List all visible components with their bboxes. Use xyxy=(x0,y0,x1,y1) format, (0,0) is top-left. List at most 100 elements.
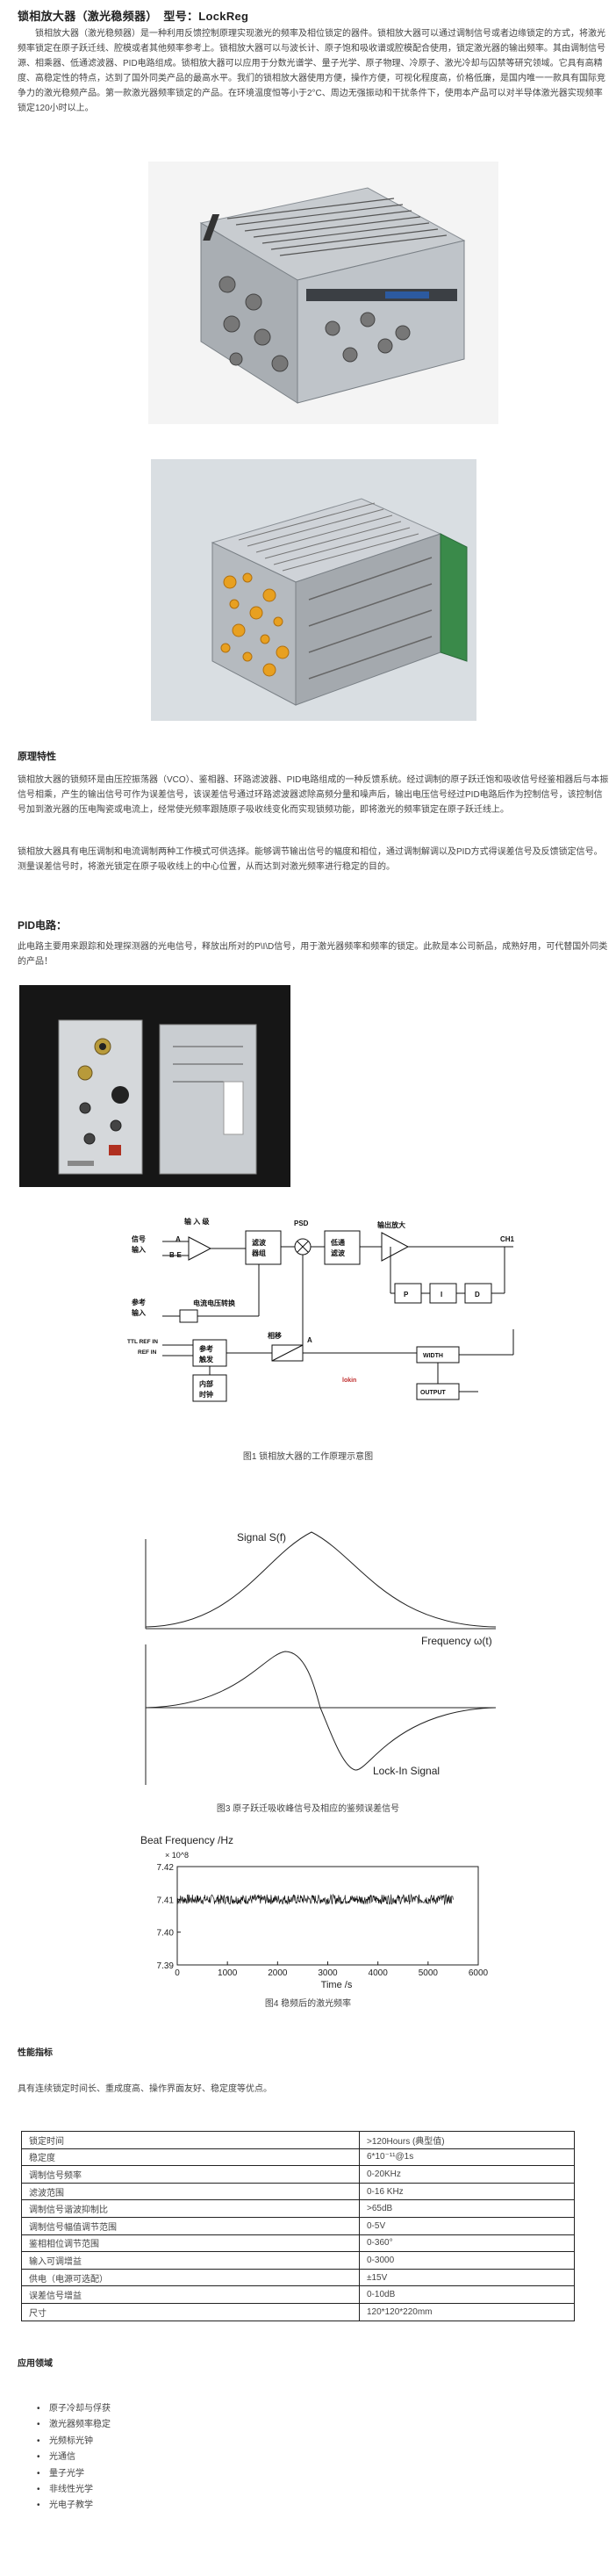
chart-title: Beat Frequency /Hz xyxy=(140,1834,233,1846)
spec-value: 6*10⁻¹¹@1s xyxy=(359,2148,575,2167)
spec-key: 尺寸 xyxy=(21,2302,360,2321)
chart-x-tick-label: 3000 xyxy=(318,1968,338,1978)
diagram-label-width: WIDTH xyxy=(423,1353,443,1359)
chart-x-axis-label: Time /s xyxy=(321,1980,353,1990)
figure-4-caption: 图4 稳频后的激光频率 xyxy=(264,1999,352,2009)
chart-series-beat-frequency xyxy=(176,1893,454,1906)
diagram-label-lowpass-2: 滤波 xyxy=(331,1248,346,1257)
chart-x-tick-label: 5000 xyxy=(419,1968,439,1978)
figure-3-signal-plot: Signal S(f) Frequency ω(t) Lock-In Signa… xyxy=(132,1522,500,1785)
fig3-signal-label: Signal S(f) xyxy=(237,1531,286,1543)
spec-key: 滤波范围 xyxy=(21,2182,360,2201)
diagram-label-signal-input: 输入 xyxy=(132,1245,146,1254)
spec-key: 供电（电源可选配） xyxy=(21,2268,360,2287)
chart-x-tick-label: 4000 xyxy=(369,1968,389,1978)
diagram-label-input-stage: 输 入 级 xyxy=(184,1217,210,1226)
diagram-label-i: I xyxy=(441,1291,442,1299)
chart-x-tick-label: 2000 xyxy=(268,1968,288,1978)
performance-description: 具有连续锁定时间长、重成度高、操作界面友好、稳定度等优点。 xyxy=(18,2084,272,2094)
chart-x-tick-label: 6000 xyxy=(469,1968,489,1978)
chart-y-tick-label: 7.39 xyxy=(157,1961,175,1971)
application-item: 光电子教学 xyxy=(37,2498,111,2515)
pid-module-photo xyxy=(19,985,290,1187)
spec-value: 120*120*220mm xyxy=(359,2302,575,2321)
diagram-label-a: A xyxy=(175,1235,181,1243)
spec-table-row: 锁定时间>120Hours (典型值) xyxy=(21,2131,575,2149)
diagram-label-clock-2: 时钟 xyxy=(199,1390,213,1399)
diagram-label-ref-trigger-1: 参考 xyxy=(198,1344,213,1353)
chart-x-tick-label: 1000 xyxy=(218,1968,238,1978)
diagram-label-ch1: CH1 xyxy=(500,1235,515,1243)
chart-y-multiplier: × 10^8 xyxy=(165,1851,189,1860)
chart-y-tick-label: 7.41 xyxy=(157,1896,175,1905)
pid-paragraph: 此电路主要用来跟踪和处理探测器的光电信号，释放出所对的P\I\D信号，用于激光器… xyxy=(18,942,608,967)
spec-value: >65dB xyxy=(359,2199,575,2218)
product-photo-front xyxy=(148,162,498,424)
diagram-label-d: D xyxy=(475,1291,480,1299)
application-item: 激光器频率稳定 xyxy=(37,2417,111,2434)
spec-value: 0-16 KHz xyxy=(359,2182,575,2201)
applications-heading: 应用领域 xyxy=(18,2359,53,2369)
application-item: 光频标光钟 xyxy=(37,2434,111,2450)
diagram-label-ref-in: REF IN xyxy=(138,1349,157,1356)
diagram-label-clock-1: 内部 xyxy=(199,1379,213,1388)
diagram-label-output: OUTPUT xyxy=(420,1390,447,1396)
diagram-label-filter-1: 滤波 xyxy=(252,1238,267,1247)
diagram-label-a2: A xyxy=(307,1336,312,1344)
figure-3-caption: 图3 原子跃迁吸收峰信号及相应的鉴频误差信号 xyxy=(216,1804,400,1814)
application-item: 光通信 xyxy=(37,2450,111,2466)
page-title: 锁相放大器（激光稳频器） 型号：LockReg xyxy=(18,10,249,23)
diagram-label-filter-2: 器组 xyxy=(251,1248,266,1257)
spec-value: ±15V xyxy=(359,2268,575,2287)
spec-key: 锁定时间 xyxy=(21,2131,360,2149)
application-item: 非线性光学 xyxy=(37,2482,111,2499)
spec-value: 0-20KHz xyxy=(359,2165,575,2184)
diagram-label-ttl-ref: TTL REF IN xyxy=(127,1339,158,1345)
spec-value: 0-3000 xyxy=(359,2251,575,2270)
spec-table-row: 调制信号谐波抑制比>65dB xyxy=(21,2199,575,2218)
spec-key: 调制信号幅值调节范围 xyxy=(21,2216,360,2235)
diagram-label-psd: PSD xyxy=(294,1220,309,1227)
diagram-label-ref-trigger-2: 触发 xyxy=(199,1355,214,1364)
principle-paragraph-1: 锁相放大器的锁频环是由压控振荡器（VCO）、鉴相器、环路滤波器、PID电路组成的… xyxy=(18,775,609,815)
product-render-3d xyxy=(151,459,476,721)
chart-x-tick-label: 0 xyxy=(175,1968,180,1978)
principle-heading: 原理特性 xyxy=(18,752,56,762)
spec-key: 调制信号频率 xyxy=(21,2165,360,2184)
application-item: 原子冷却与俘获 xyxy=(37,2401,111,2418)
diagram-label-lowpass-1: 低通 xyxy=(330,1238,345,1247)
spec-key: 误差信号增益 xyxy=(21,2285,360,2304)
principle-paragraph-2: 锁相放大器具有电压调制和电流调制两种工作模式可供选择。能够调节输出信号的幅度和相… xyxy=(18,847,603,872)
chart-y-tick-label: 7.40 xyxy=(157,1929,175,1939)
fig3-frequency-label: Frequency ω(t) xyxy=(421,1635,492,1647)
diagram-label-lokin: lokin xyxy=(342,1378,356,1384)
pid-heading: PID电路： xyxy=(18,919,68,932)
spec-value: 0-10dB xyxy=(359,2285,575,2304)
intro-paragraph: 锁相放大器（激光稳频器）是一种利用反馈控制原理实现激光的频率及相位锁定的器件。锁… xyxy=(18,29,605,113)
spec-value: >120Hours (典型值) xyxy=(359,2131,575,2149)
diagram-label-iv-convert: 电流电压转换 xyxy=(193,1299,236,1307)
figure-1-caption: 图1 锁相放大器的工作原理示意图 xyxy=(242,1452,374,1462)
fig3-lockin-label: Lock-In Signal xyxy=(373,1765,440,1777)
lockin-block-diagram: 输 入 级 信号 输入 A B-E 滤波 器组 PSD 低通 滤波 输出放大 C… xyxy=(127,1206,531,1417)
performance-heading: 性能指标 xyxy=(18,2048,53,2058)
spec-key: 调制信号谐波抑制比 xyxy=(21,2199,360,2218)
application-item: 量子光学 xyxy=(37,2466,111,2483)
spec-key: 稳定度 xyxy=(21,2148,360,2167)
spec-table-row: 供电（电源可选配）±15V xyxy=(21,2268,575,2287)
diagram-label-signal: 信号 xyxy=(132,1234,146,1243)
diagram-label-ref-input: 输入 xyxy=(132,1308,146,1317)
diagram-label-p: P xyxy=(404,1291,409,1299)
chart-plot-frame xyxy=(176,1866,479,1966)
diagram-label-be: B-E xyxy=(169,1251,182,1259)
spec-value: 0-5V xyxy=(359,2216,575,2235)
spec-key: 输入可调增益 xyxy=(21,2251,360,2270)
